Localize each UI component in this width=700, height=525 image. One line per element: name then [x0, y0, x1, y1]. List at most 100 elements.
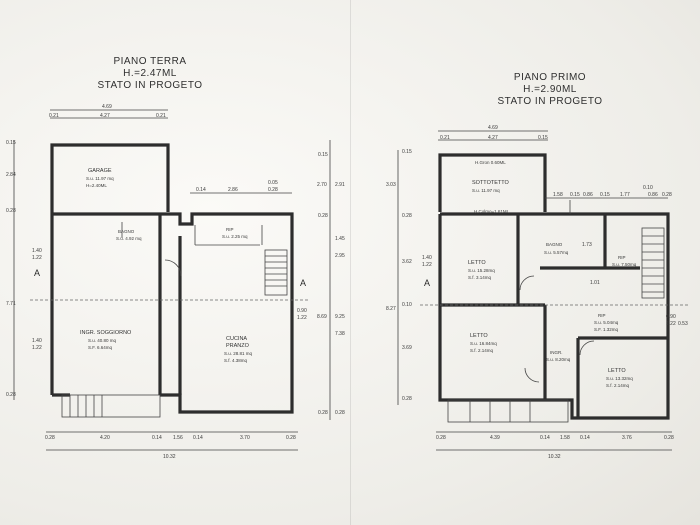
bath1-area: S.u. 5.57mq — [544, 250, 569, 255]
bed3-area: S.u. 13.32mq — [606, 376, 633, 381]
bed3-label: LETTO — [608, 368, 626, 374]
first-dim-bottom-6: 0.28 — [664, 435, 674, 441]
living-window: S.F. 6.64mq — [88, 345, 113, 350]
kitchen-label: CUCINA — [226, 336, 247, 342]
bed1-window: S.f. 3.14mq — [468, 275, 492, 280]
bed3-window: S.f. 2.14mq — [606, 383, 630, 388]
ground-dim-top-3: 0.21 — [156, 113, 166, 119]
living-label: INGR. SOGGIORNO — [80, 330, 132, 336]
ground-dim-left-6: 1.40 — [32, 338, 42, 344]
ground-dim-bottom-1: 4.20 — [100, 435, 110, 441]
bed2-label: LETTO — [470, 333, 488, 339]
ground-dim-right-4: 1.45 — [335, 236, 345, 242]
ground-stairs — [264, 249, 288, 296]
ground-dim-right-3: 0.28 — [318, 213, 328, 219]
first-dim-mid-7: 0.28 — [662, 192, 672, 198]
first-dim-left-1: 3.03 — [386, 182, 396, 188]
ground-door-swing — [164, 259, 182, 277]
bed1-label: LETTO — [468, 260, 486, 266]
ground-dim-right-11: 0.28 — [318, 410, 328, 416]
kitchen-window: S.f. 4.38mq — [224, 358, 248, 363]
ground-dim-right-1: 2.70 — [317, 182, 327, 188]
ground-section-mark-left: A — [34, 268, 40, 278]
attic-area: S.u. 11.97 mq — [472, 188, 500, 193]
ground-dim-right-5: 2.95 — [335, 253, 345, 259]
first-main-walls — [438, 212, 670, 420]
first-dim-mid-6: 0.86 — [648, 192, 658, 198]
ground-dim-right-9: 7.38 — [335, 331, 345, 337]
first-dim-left-4: 1.22 — [422, 262, 432, 268]
ground-dim-mid-1: 2.86 — [228, 187, 238, 193]
first-dim-total: 10.32 — [548, 454, 561, 460]
first-door-swing-3 — [579, 340, 595, 356]
kitchen-label-2: PRANZO — [226, 343, 250, 349]
first-dim-top-1: 0.21 — [440, 135, 450, 141]
ground-dim-left-7: 1.22 — [32, 345, 42, 351]
first-dim-top-0: 4.69 — [488, 125, 498, 131]
ground-section-mark-right: A — [300, 278, 306, 288]
first-stairs — [641, 227, 665, 299]
first-dim-bottom-1: 4.39 — [490, 435, 500, 441]
ground-dim-right-0: 0.15 — [318, 152, 328, 158]
ground-dim-top-1: 0.21 — [49, 113, 59, 119]
first-dim-right-2: 0.90 — [666, 314, 676, 320]
first-dim-mid-3: 0.15 — [600, 192, 610, 198]
first-dim-left-6: 8.27 — [386, 306, 396, 312]
ground-dim-left-3: 1.40 — [32, 248, 42, 254]
ground-dim-bottom-4: 0.14 — [193, 435, 203, 441]
garage-height: H=2.40ML — [86, 183, 107, 188]
ground-dim-right-10: 9.25 — [335, 314, 345, 320]
attic-label: SOTTOTETTO — [472, 180, 509, 186]
ground-dim-right-2: 2.91 — [335, 182, 345, 188]
first-dim-bottom-4: 0.14 — [580, 435, 590, 441]
first-dim-mid-0: 1.58 — [553, 192, 563, 198]
ground-dim-right-12: 0.28 — [335, 410, 345, 416]
first-dim-bottom-2: 0.14 — [540, 435, 550, 441]
living-area: S.u. 40.80 mq — [88, 338, 117, 343]
kitchen-area: S.u. 28.81 mq — [224, 351, 253, 356]
garage-area: S.u. 11.97 mq — [86, 176, 114, 181]
first-dim-mid-5: 0.10 — [643, 185, 653, 191]
ground-dim-mid-2: 0.05 — [268, 180, 278, 186]
ground-dim-bottom-0: 0.28 — [45, 435, 55, 441]
first-dim-left-7: 0.10 — [402, 302, 412, 308]
ground-floor-title: PIANO TERRA — [113, 56, 187, 67]
first-dim-left-5: 3.62 — [402, 259, 412, 265]
closet-label: RIP — [598, 313, 606, 318]
ground-dim-bottom-5: 3.70 — [240, 435, 250, 441]
ground-dim-right-7: 1.22 — [297, 315, 307, 321]
hall-label: INGR. — [550, 350, 563, 355]
ground-entry-steps — [61, 394, 161, 418]
first-dim-mid-2: 0.86 — [583, 192, 593, 198]
attic-gutter: H.Gron 0.60ML — [475, 160, 506, 165]
attic-walls — [438, 153, 547, 212]
first-dim-mid-1: 0.15 — [570, 192, 580, 198]
hall-area: S.u. 8.20mq — [546, 357, 571, 362]
paper-fold — [350, 0, 351, 525]
ground-dim-right-6: 0.90 — [297, 308, 307, 314]
ground-dim-top-2: 4.27 — [100, 113, 110, 119]
first-dim-top-2: 4.27 — [488, 135, 498, 141]
first-dim-left-9: 0.28 — [402, 396, 412, 402]
first-door-swing-2 — [524, 367, 540, 383]
first-dim-top-3: 0.15 — [538, 135, 548, 141]
first-dim-right-0: 1.73 — [582, 242, 592, 248]
bed2-area: S.u. 16.84mq — [470, 341, 497, 346]
first-floor-height: H.=2.90ML — [523, 84, 577, 95]
ground-main-walls — [50, 212, 294, 414]
first-dim-left-2: 0.28 — [402, 213, 412, 219]
first-dim-mid-4: 1.77 — [620, 192, 630, 198]
attic-ridge: H.Colmo=1.61ML — [474, 209, 510, 214]
garage-label: GARAGE — [88, 168, 112, 174]
ground-dim-left-2: 0.28 — [6, 208, 16, 214]
first-dim-left-0: 0.15 — [402, 149, 412, 155]
bath-label: BAGNO — [118, 229, 135, 234]
bed1-area: S.u. 15.28mq — [468, 268, 495, 273]
ground-dim-left-0: 0.15 — [6, 140, 16, 146]
ground-floor-title-block: PIANO TERRA H.=2.47ML STATO IN PROGETO — [60, 56, 240, 92]
ground-floor-plan: A A GARAGE S.u. 11.97 mq H=2.40ML BAGNO … — [6, 104, 345, 460]
ground-dim-left-8: 0.28 — [6, 392, 16, 398]
garage-walls — [50, 143, 170, 212]
